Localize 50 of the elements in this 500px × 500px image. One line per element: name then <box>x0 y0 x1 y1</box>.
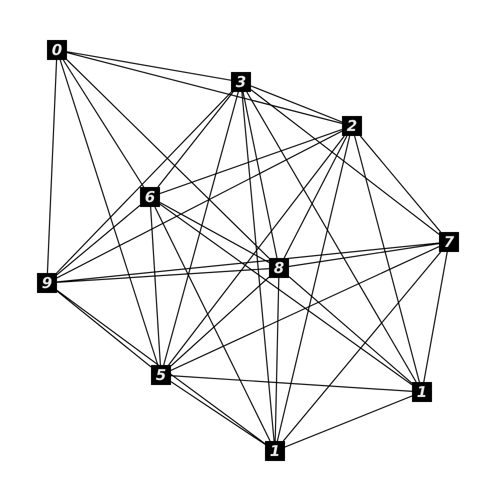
connector-line <box>163 92 239 366</box>
connector-line <box>154 206 271 442</box>
connector-line <box>423 252 448 382</box>
digit-tile: 9 <box>37 273 57 293</box>
digit-tile: 6 <box>140 187 160 207</box>
connector-line <box>170 276 270 366</box>
connector-line <box>170 246 440 371</box>
connector-line <box>157 92 234 188</box>
connector-line <box>360 136 442 232</box>
connector-line <box>62 60 144 188</box>
connector-line <box>160 202 270 263</box>
connector-line <box>150 206 161 366</box>
digit-tile: 5 <box>151 365 171 385</box>
digit-tile: 1 <box>265 441 285 461</box>
connector-line <box>274 278 280 442</box>
connector-line <box>170 381 266 445</box>
connector-line <box>56 268 270 283</box>
connector-line <box>288 242 440 268</box>
digit-tile: 7 <box>439 232 459 252</box>
connector-line <box>160 204 412 386</box>
connector-line <box>160 129 342 194</box>
connector-line <box>282 252 442 442</box>
connector-line <box>56 204 140 276</box>
connector-line <box>246 92 417 382</box>
connector-line <box>56 92 232 274</box>
connector-line <box>288 276 412 384</box>
connector-line <box>284 136 348 258</box>
connector-line <box>354 136 420 382</box>
connector-line <box>284 396 412 448</box>
digit-tile: 3 <box>231 72 251 92</box>
digit-tile: 2 <box>342 116 362 136</box>
connector-line <box>66 52 342 124</box>
connector-line <box>242 92 278 258</box>
connector-line <box>66 59 270 259</box>
connector-line <box>276 136 350 442</box>
digit-tile: 1 <box>412 382 432 402</box>
connector-line <box>60 60 158 366</box>
connector-line <box>170 375 412 392</box>
connector-line <box>56 290 152 368</box>
digit-tile: 0 <box>47 40 67 60</box>
connector-line <box>66 51 232 81</box>
connector-line <box>56 242 440 283</box>
connector-line <box>46 60 58 274</box>
connector-line <box>250 89 440 235</box>
connector-line <box>56 290 266 444</box>
connector-line <box>168 136 345 366</box>
connector-line <box>56 130 342 278</box>
digit-tile: 8 <box>269 258 289 278</box>
connector-line <box>241 92 275 442</box>
connector-line <box>250 85 342 123</box>
